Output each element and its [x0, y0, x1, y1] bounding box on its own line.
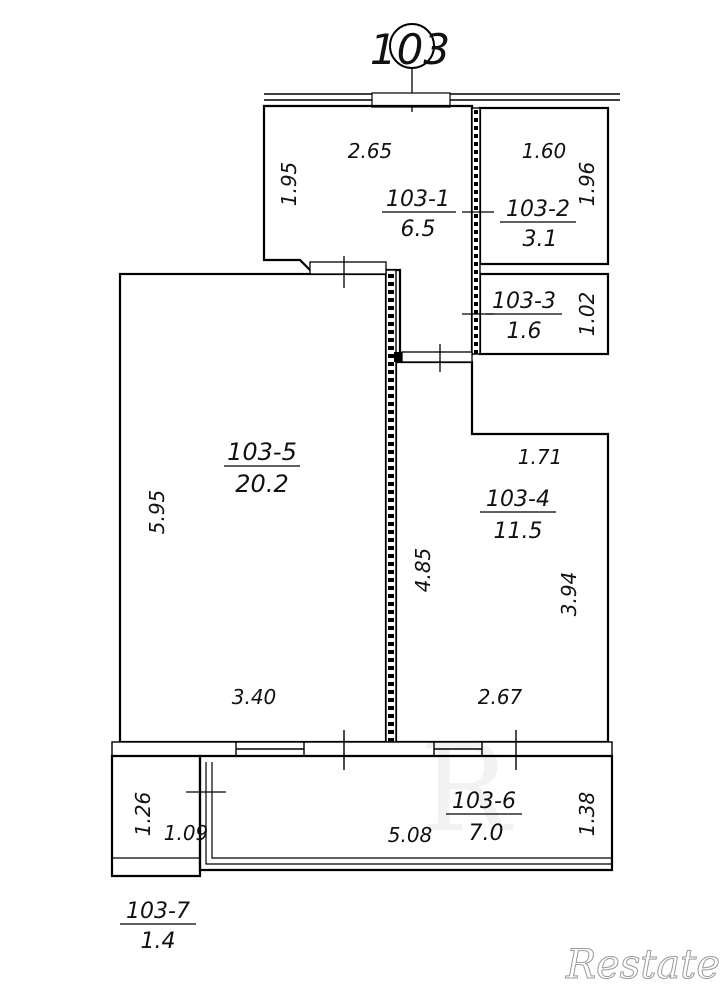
room-103-1-area: 6.5	[401, 217, 436, 242]
dim-r3-right: 1.02	[575, 292, 599, 337]
dim-r5-left: 5.95	[145, 490, 169, 535]
room-103-3-id: 103-3	[492, 289, 556, 314]
room-103-1-id: 103-1	[386, 187, 450, 212]
apartment-number: 103	[370, 25, 450, 74]
dim-r4-bottom: 2.67	[478, 685, 523, 709]
room-103-2-area: 3.1	[523, 227, 558, 252]
room-103-4-area: 11.5	[494, 519, 543, 544]
balcony-wall	[111, 730, 613, 770]
dim-wall-mid: 4.85	[411, 548, 435, 593]
room-103-5-id: 103-5	[227, 438, 297, 466]
dim-r5-bottom: 3.40	[232, 685, 277, 709]
room-103-7-area: 1.4	[141, 929, 176, 954]
door-openings	[309, 211, 494, 372]
dim-r4-top: 1.71	[518, 445, 563, 469]
dim-r7-bottom: 1.09	[164, 821, 209, 845]
room-103-7-outline	[110, 754, 202, 878]
dimension-labels: 2.65 1.95 1.60 1.96 1.02 1.71 3.94 2.67 …	[131, 139, 599, 847]
room-103-5-area: 20.2	[235, 470, 288, 498]
balcony-inner-line	[205, 762, 612, 865]
balcony-inner-line-2	[211, 762, 612, 859]
dim-r2-right: 1.96	[575, 162, 599, 207]
watermark-large: R	[420, 720, 514, 859]
partition-walls	[385, 107, 481, 743]
dim-r4-right: 3.94	[557, 572, 581, 617]
dim-r6-bottom: 5.08	[388, 823, 433, 847]
room-103-2-id: 103-2	[506, 197, 570, 222]
dim-r1-top: 2.65	[348, 139, 393, 163]
watermark-text: Restate	[565, 942, 720, 986]
dim-r1-left: 1.95	[277, 162, 301, 207]
room-103-3-area: 1.6	[507, 319, 542, 344]
room-labels: 103-1 6.5 103-2 3.1 103-3 1.6 103-4 11.5…	[120, 187, 576, 954]
dim-r7-left: 1.26	[131, 792, 155, 837]
dim-r6-right: 1.38	[575, 792, 599, 837]
room-103-4-id: 103-4	[486, 487, 550, 512]
room-103-6-area: 7.0	[469, 821, 504, 846]
dim-r2-top: 1.60	[522, 139, 567, 163]
room-103-6-outline	[198, 754, 614, 872]
room-103-6-id: 103-6	[452, 789, 516, 814]
room-103-7-id: 103-7	[126, 899, 190, 924]
